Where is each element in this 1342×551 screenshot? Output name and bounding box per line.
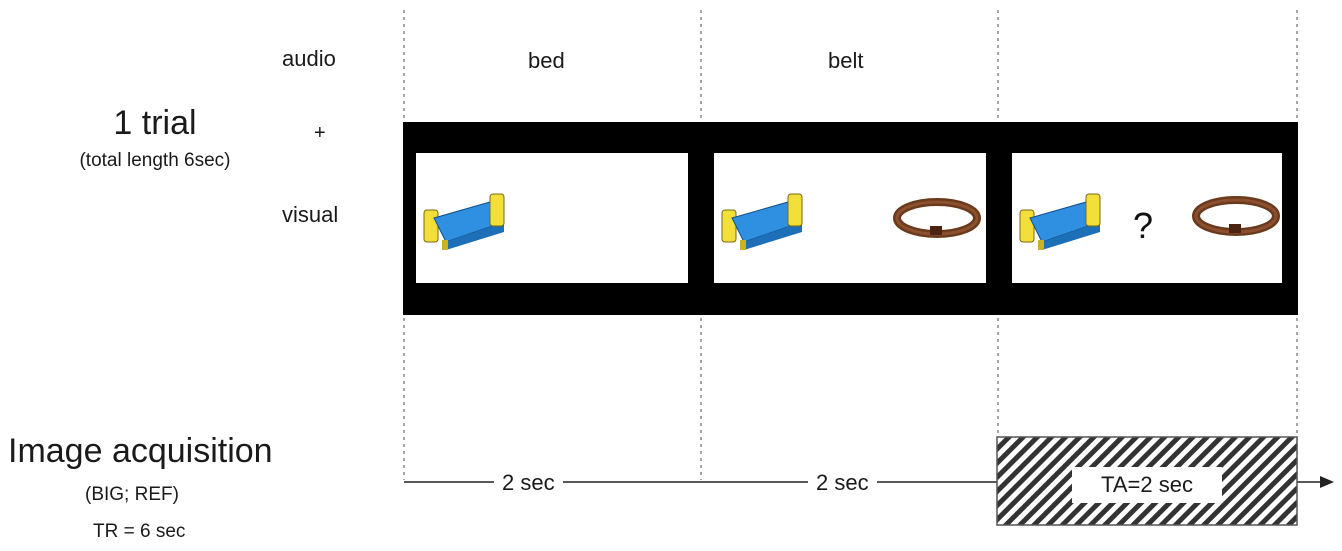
timeline-arrowhead xyxy=(1320,476,1334,488)
acquisition-tr: TR = 6 sec xyxy=(93,521,186,542)
trial-title: 1 trial xyxy=(113,104,197,142)
visual-row-label: visual xyxy=(282,202,339,227)
acquisition-subtitle: (BIG; REF) xyxy=(85,484,179,505)
audio-row-label: audio xyxy=(282,46,336,71)
question-mark: ? xyxy=(1133,205,1153,246)
bed-icon xyxy=(423,193,505,250)
ta-duration-label: TA=2 sec xyxy=(1072,467,1222,503)
belt-icon xyxy=(1192,196,1280,236)
acquisition-title: Image acquisition xyxy=(8,432,273,470)
audio-word-bed: bed xyxy=(528,48,565,73)
belt-icon xyxy=(893,198,981,238)
trial-subtitle: (total length 6sec) xyxy=(79,150,231,171)
plus-label: + xyxy=(314,122,326,144)
segment-2-duration: 2 sec xyxy=(808,470,877,496)
segment-1-duration: 2 sec xyxy=(494,470,563,496)
bed-icon xyxy=(1019,193,1101,250)
audio-word-belt: belt xyxy=(828,48,864,73)
bed-icon xyxy=(721,193,803,250)
